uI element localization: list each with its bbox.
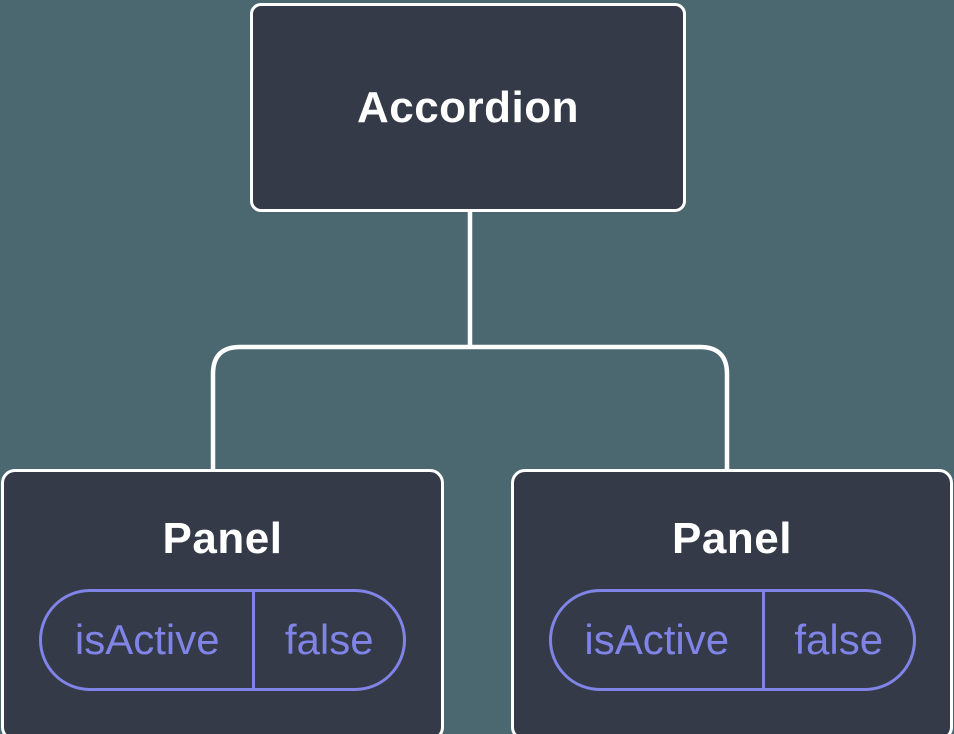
- panel-title: Panel: [672, 514, 792, 563]
- prop-value: false: [794, 616, 884, 663]
- accordion-label: Accordion: [356, 82, 580, 132]
- prop-name: isActive: [42, 592, 256, 688]
- panel-title: Panel: [162, 514, 283, 563]
- prop-pill: isActive false: [39, 589, 406, 691]
- prop-name: isActive: [552, 592, 765, 688]
- panel-node-left: Panel isActive false: [1, 469, 444, 734]
- prop-value: false: [284, 616, 374, 663]
- connector-branch: [210, 344, 730, 475]
- accordion-node: Accordion: [250, 3, 686, 212]
- prop-pill: isActive false: [548, 589, 916, 691]
- panel-node-right: Panel isActive false: [511, 469, 953, 734]
